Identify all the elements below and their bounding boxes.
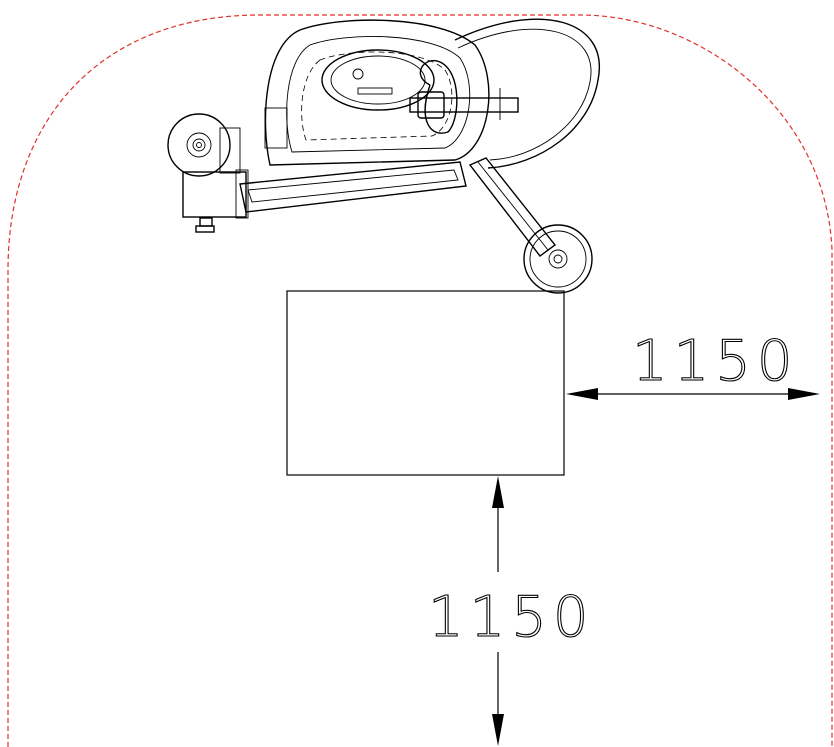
side-clearance-label: 1150: [632, 329, 799, 394]
side-arrow-right: [788, 388, 820, 400]
side-arrow-left: [566, 388, 598, 400]
footprint-rectangle: [286, 290, 565, 476]
rear-arrow-down: [492, 714, 504, 746]
side-clearance-dimension: 1150: [566, 328, 820, 400]
rear-arrow-up: [492, 476, 504, 508]
rear-clearance-dimension: 1150: [427, 476, 595, 746]
clearance-boundary: [7, 14, 833, 747]
rear-clearance-label: 1150: [428, 585, 595, 650]
machine-outline: [167, 18, 601, 294]
